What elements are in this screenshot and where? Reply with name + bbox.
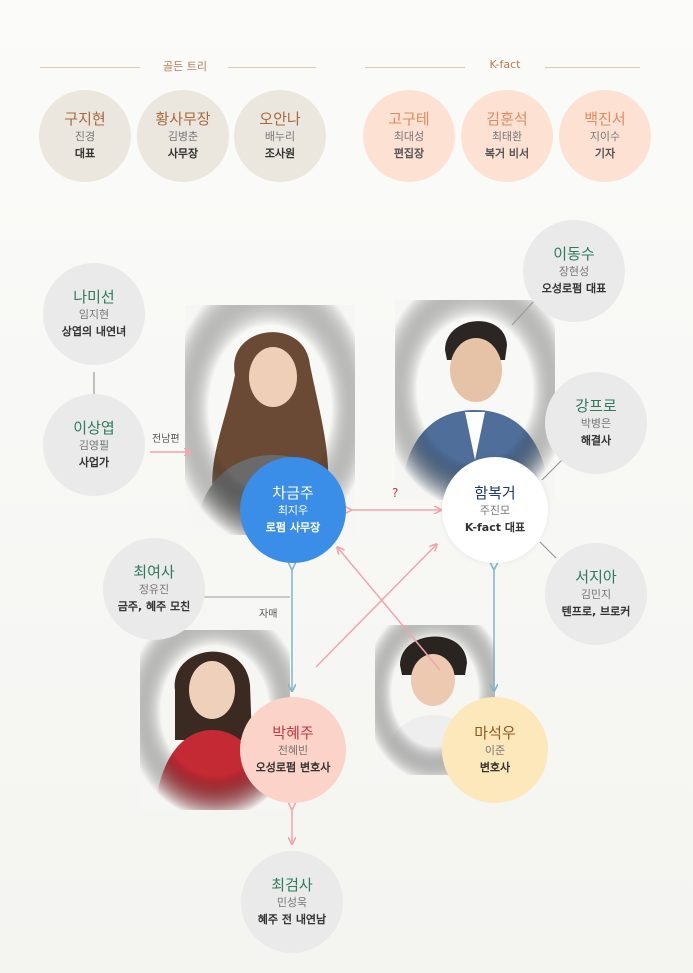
- char-name: 강프로: [575, 396, 616, 416]
- char-leedongsu[interactable]: 이동수 장현성 오성로펌 대표: [523, 220, 625, 322]
- char-name: 이상엽: [73, 418, 114, 438]
- char-name: 최검사: [271, 875, 312, 895]
- char-name: 이동수: [553, 244, 594, 264]
- char-name: 나미선: [73, 287, 114, 307]
- char-hambokgeo[interactable]: 함복거 주진모 K-fact 대표: [442, 457, 548, 563]
- char-name: 함복거: [474, 483, 515, 503]
- char-name: 박혜주: [272, 723, 313, 743]
- char-actor: 전혜빈: [278, 743, 308, 759]
- char-chaegeumju[interactable]: 차금주 최지우 로펌 사무장: [240, 457, 346, 563]
- char-role: 오성로펌 대표: [542, 280, 607, 298]
- char-role: 혜주 전 내연남: [258, 911, 326, 929]
- char-namiseon[interactable]: 나미선 임지현 상엽의 내연녀: [43, 263, 145, 365]
- char-role: 금주, 혜주 모친: [118, 598, 191, 616]
- char-role: 변호사: [480, 759, 510, 777]
- char-kangpro[interactable]: 강프로 박병은 해결사: [545, 372, 647, 474]
- char-actor: 주진모: [480, 503, 510, 519]
- char-parkhyeju[interactable]: 박혜주 전혜빈 오성로펌 변호사: [240, 697, 346, 803]
- char-actor: 최지우: [278, 503, 308, 519]
- char-role: K-fact 대표: [465, 519, 525, 537]
- label-ex-husband: 전남편: [152, 430, 180, 445]
- char-name: 마석우: [474, 723, 515, 743]
- label-sisters: 자매: [259, 605, 277, 620]
- char-actor: 박병은: [581, 416, 611, 432]
- char-actor: 임지현: [79, 307, 109, 323]
- char-leesangyeop[interactable]: 이상엽 김영필 사업가: [43, 394, 145, 496]
- char-actor: 장현성: [559, 264, 589, 280]
- char-choiyeosa[interactable]: 최여사 정유진 금주, 혜주 모친: [103, 538, 205, 640]
- char-role: 텐프로, 브로커: [562, 603, 631, 621]
- char-actor: 김민지: [581, 587, 611, 603]
- char-choigeomsa[interactable]: 최검사 민성욱 혜주 전 내연남: [241, 851, 343, 953]
- char-role: 사업가: [79, 454, 109, 472]
- char-role: 로펌 사무장: [266, 519, 320, 537]
- char-actor: 이준: [485, 743, 505, 759]
- char-seojia[interactable]: 서지아 김민지 텐프로, 브로커: [545, 543, 647, 645]
- char-actor: 민성욱: [277, 895, 307, 911]
- char-maseogu[interactable]: 마석우 이준 변호사: [442, 697, 548, 803]
- char-actor: 김영필: [79, 438, 109, 454]
- char-role: 상엽의 내연녀: [62, 323, 127, 341]
- char-name: 차금주: [272, 483, 313, 503]
- char-actor: 정유진: [139, 582, 169, 598]
- char-role: 해결사: [581, 432, 611, 450]
- char-name: 최여사: [133, 562, 174, 582]
- char-role: 오성로펌 변호사: [256, 759, 331, 777]
- char-name: 서지아: [575, 567, 616, 587]
- label-question: ?: [392, 486, 398, 500]
